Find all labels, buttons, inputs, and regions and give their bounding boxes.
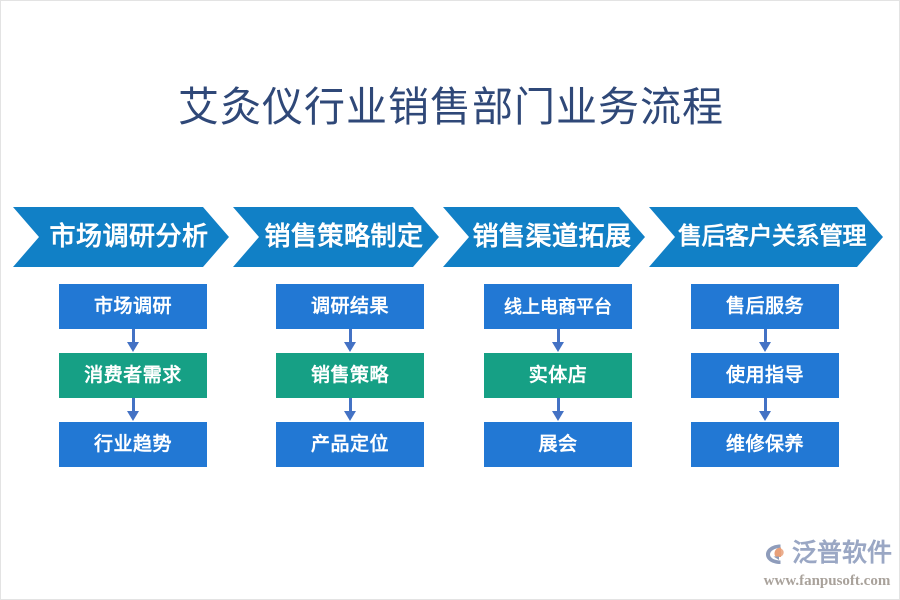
arrow-head (759, 411, 771, 421)
flow-node[interactable]: 市场调研 (59, 284, 207, 329)
arrow-shaft (131, 329, 135, 344)
stage-column-1: 市场调研 消费者需求 行业趋势 (59, 284, 207, 467)
arrow-head (127, 342, 139, 352)
watermark-brand-row: 泛普软件 (759, 537, 895, 571)
watermark: 泛普软件 www.fanpusoft.com (759, 537, 895, 591)
stage-banner-3-label: 销售渠道拓展 (472, 222, 632, 251)
flow-arrow-down-icon (276, 329, 424, 353)
arrow-shaft (556, 329, 560, 344)
arrow-head (344, 411, 356, 421)
page-title: 艾灸仪行业销售部门业务流程 (178, 84, 724, 130)
stage-banner-2[interactable]: 销售策略制定 (233, 207, 439, 267)
stage-banner-1[interactable]: 市场调研分析 (13, 207, 229, 267)
arrow-shaft (348, 329, 352, 344)
flow-node[interactable]: 行业趋势 (59, 422, 207, 467)
stage-banner-row: 市场调研分析 销售策略制定 销售渠道拓展 售后客户关系管理 (1, 207, 900, 269)
flow-arrow-down-icon (484, 329, 632, 353)
flow-arrow-down-icon (691, 329, 839, 353)
watermark-url: www.fanpusoft.com (763, 573, 891, 589)
arrow-head (552, 342, 564, 352)
flow-node[interactable]: 使用指导 (691, 353, 839, 398)
flow-arrow-down-icon (59, 329, 207, 353)
arrow-shaft (556, 398, 560, 413)
flow-node[interactable]: 售后服务 (691, 284, 839, 329)
arrow-shaft (763, 398, 767, 413)
flow-arrow-down-icon (691, 398, 839, 422)
flow-node[interactable]: 产品定位 (276, 422, 424, 467)
arrow-shaft (131, 398, 135, 413)
arrow-head (127, 411, 139, 421)
flow-node[interactable]: 线上电商平台 (484, 284, 632, 329)
arrow-head (759, 342, 771, 352)
arrow-shaft (348, 398, 352, 413)
stage-banner-2-label: 销售策略制定 (264, 222, 424, 251)
stage-banner-4[interactable]: 售后客户关系管理 (649, 207, 883, 267)
flow-node[interactable]: 展会 (484, 422, 632, 467)
flow-node[interactable]: 实体店 (484, 353, 632, 398)
stage-banner-1-label: 市场调研分析 (49, 222, 209, 251)
flow-node[interactable]: 调研结果 (276, 284, 424, 329)
watermark-brand: 泛普软件 (792, 540, 893, 567)
arrow-head (552, 411, 564, 421)
stage-banner-3[interactable]: 销售渠道拓展 (443, 207, 645, 267)
flow-arrow-down-icon (59, 398, 207, 422)
arrow-head (344, 342, 356, 352)
flow-arrow-down-icon (276, 398, 424, 422)
flow-node[interactable]: 销售策略 (276, 353, 424, 398)
stage-column-4: 售后服务 使用指导 维修保养 (691, 284, 839, 467)
stage-banner-4-label: 售后客户关系管理 (678, 224, 866, 250)
stage-column-3: 线上电商平台 实体店 展会 (484, 284, 632, 467)
stage-column-2: 调研结果 销售策略 产品定位 (276, 284, 424, 467)
fanpu-swoosh-logo-icon (759, 539, 789, 569)
arrow-shaft (763, 329, 767, 344)
flow-arrow-down-icon (484, 398, 632, 422)
flow-node[interactable]: 维修保养 (691, 422, 839, 467)
flow-node[interactable]: 消费者需求 (59, 353, 207, 398)
